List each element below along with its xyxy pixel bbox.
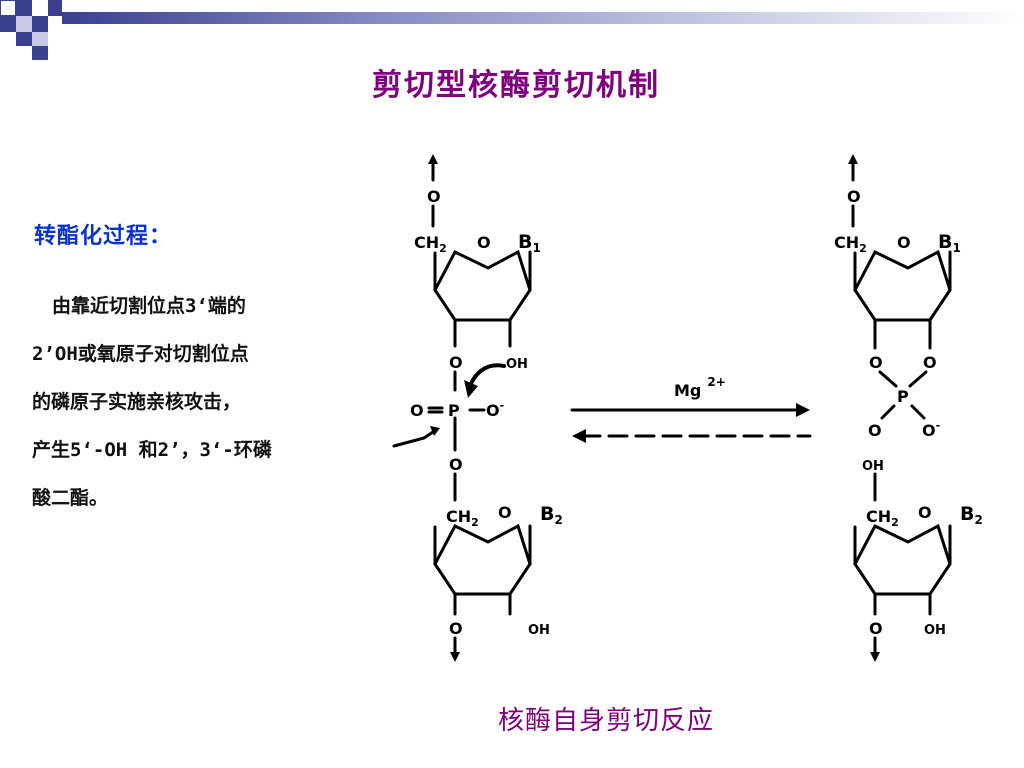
- right-o-double: O: [868, 421, 882, 440]
- left-o-double: O: [410, 401, 424, 420]
- left-ch2-upper: CH2: [414, 233, 447, 255]
- right-oh-5prime: OH: [862, 459, 884, 474]
- body-line-2: 2’OH或氧原子对切割位点: [32, 343, 249, 365]
- reaction-diagram-svg: O CH2 O B1 O OH O P O- O CH2 O B2 O OH M…: [392, 154, 983, 662]
- right-o-top: O: [847, 187, 861, 206]
- left-base-lower: B2: [540, 503, 563, 527]
- reaction-diagram: O CH2 O B1 O OH O P O- O CH2 O B2 O OH M…: [380, 140, 983, 680]
- right-ch2-upper: CH2: [834, 233, 867, 255]
- right-o-minus: O-: [922, 419, 940, 440]
- left-ring-o-upper: O: [477, 233, 491, 252]
- left-o-top: O: [427, 187, 441, 206]
- body-line-3: 的磷原子实施亲核攻击，: [32, 391, 242, 413]
- right-oh-2prime: OH: [924, 623, 946, 638]
- right-o-3prime: O: [869, 619, 883, 638]
- left-ch2-lower: CH2: [446, 507, 479, 529]
- left-o-minus: O-: [486, 399, 504, 420]
- left-o-3prime: O: [449, 619, 463, 638]
- body-line-5: 酸二酯。: [32, 487, 109, 509]
- header-band: [0, 0, 1024, 62]
- left-p: P: [448, 401, 460, 420]
- right-ring-o-upper: O: [897, 233, 911, 252]
- section-heading: 转酯化过程：: [34, 223, 173, 249]
- ring: [433, 249, 532, 322]
- right-ch2-lower: CH2: [866, 507, 899, 529]
- right-base-lower: B2: [960, 503, 983, 527]
- right-ring-o-lower: O: [918, 503, 932, 522]
- right-o-cyc-right: O: [923, 353, 937, 372]
- right-o-cyc-left: O: [869, 353, 883, 372]
- left-oh-attack: OH: [506, 357, 528, 372]
- left-o-bottom-link: O: [449, 455, 463, 474]
- body-paragraph: 由靠近切割位点3‘端的 2’OH或氧原子对切割位点 的磷原子实施亲核攻击， 产生…: [32, 282, 352, 522]
- header-decoration: [0, 0, 1024, 60]
- left-o-link: O: [449, 353, 463, 372]
- body-line-1: 由靠近切割位点3‘端的: [52, 295, 246, 317]
- left-oh-2prime: OH: [528, 623, 550, 638]
- left-ring-o-lower: O: [498, 503, 512, 522]
- slide-title: 剪切型核酶剪切机制: [372, 68, 660, 103]
- body-line-4: 产生5‘-OH 和2’，3‘-环磷: [32, 439, 272, 461]
- right-base-upper: B1: [938, 231, 961, 255]
- left-base-upper: B1: [518, 231, 541, 255]
- right-p: P: [897, 387, 909, 406]
- diagram-caption: 核酶自身剪切反应: [498, 706, 715, 736]
